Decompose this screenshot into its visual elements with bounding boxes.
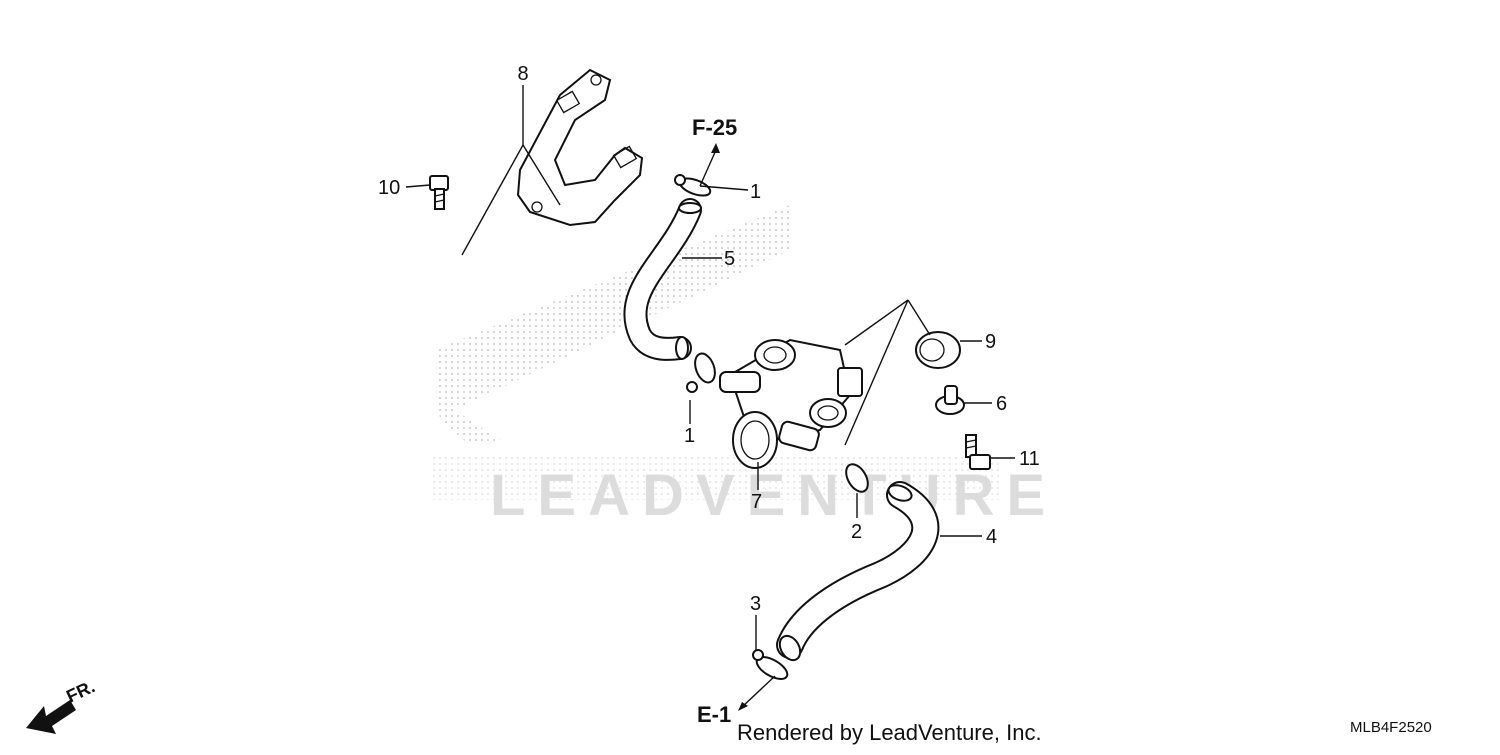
callout-8: 8 bbox=[517, 63, 528, 85]
callout-7: 7 bbox=[751, 491, 762, 513]
callout-5: 5 bbox=[724, 248, 735, 270]
callout-10: 10 bbox=[378, 177, 400, 199]
leader-lines bbox=[405, 85, 1015, 711]
callout-2: 2 bbox=[851, 521, 862, 543]
watermark-logo bbox=[430, 205, 1000, 500]
callout-6: 6 bbox=[996, 393, 1007, 415]
clip-part-2[interactable] bbox=[842, 461, 873, 496]
hose-part-5[interactable] bbox=[623, 198, 702, 361]
footer-credit: Rendered by LeadVenture, Inc. bbox=[737, 720, 1042, 745]
front-direction-arrow-icon bbox=[26, 700, 76, 734]
watermark-text: LEADVENTURE bbox=[490, 463, 1057, 528]
bolt-part-11[interactable] bbox=[965, 434, 991, 470]
callout-11: 11 bbox=[1019, 448, 1040, 470]
valve-part-7[interactable] bbox=[719, 338, 863, 469]
callout-9: 9 bbox=[985, 331, 996, 353]
hose-part-4[interactable] bbox=[776, 481, 940, 663]
callout-1-top: 1 bbox=[750, 181, 761, 203]
bolt-part-10[interactable] bbox=[429, 175, 449, 210]
clip-part-3[interactable] bbox=[752, 649, 791, 683]
reference-e1[interactable]: E-1 bbox=[697, 702, 731, 727]
reference-f25[interactable]: F-25 bbox=[692, 115, 737, 140]
diagram-code: MLB4F2520 bbox=[1350, 719, 1432, 736]
clip-part-1-top[interactable] bbox=[674, 174, 712, 199]
clip-part-1-mid[interactable] bbox=[686, 351, 719, 393]
collar-part-6[interactable] bbox=[935, 385, 965, 415]
bracket-part-8[interactable] bbox=[516, 68, 644, 227]
callout-4: 4 bbox=[986, 526, 997, 548]
grommet-part-9[interactable] bbox=[915, 331, 961, 369]
callout-1-mid: 1 bbox=[684, 425, 695, 447]
callout-3: 3 bbox=[750, 593, 761, 615]
